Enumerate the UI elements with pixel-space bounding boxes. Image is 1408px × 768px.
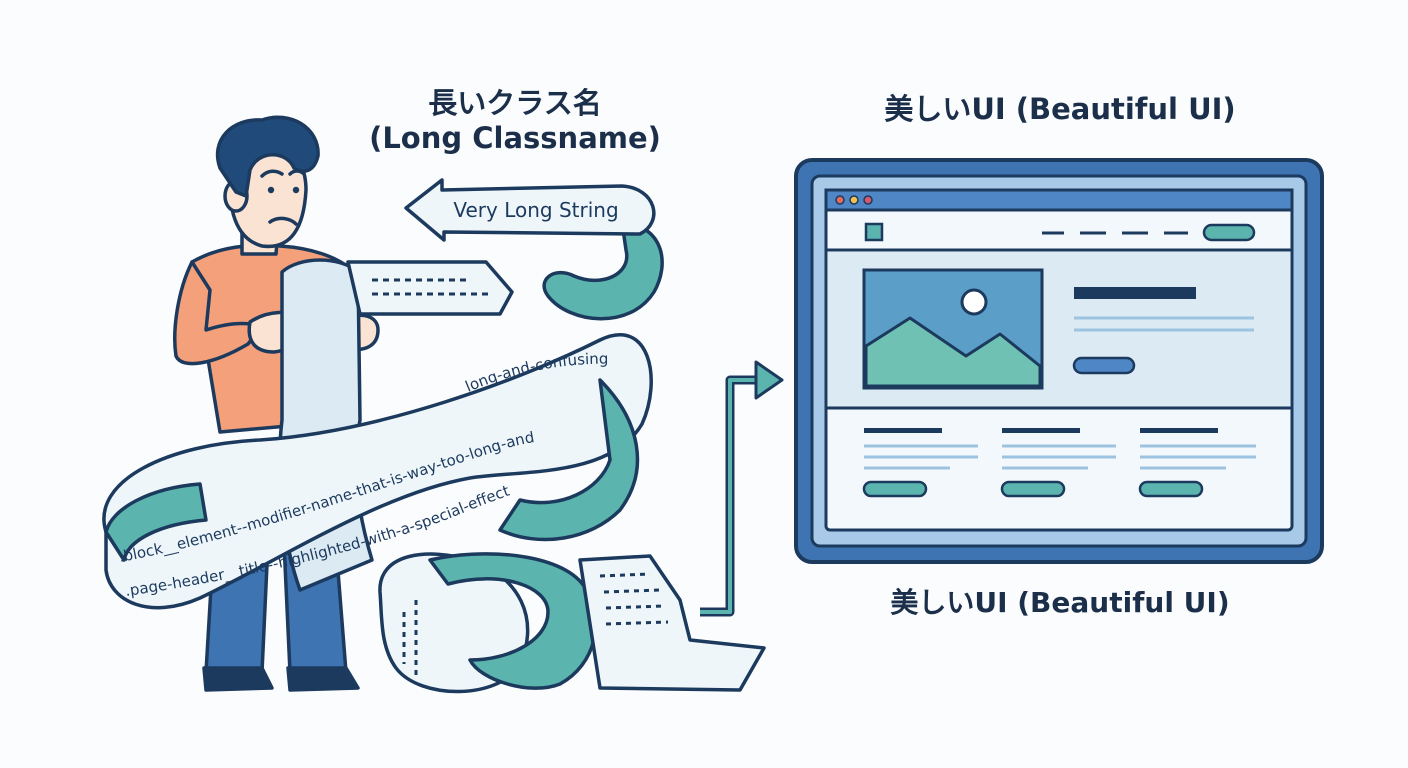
feature-column-2 <box>1000 428 1116 498</box>
left-title: 長いクラス名 (Long Classname) <box>330 86 700 156</box>
left-title-english: (Long Classname) <box>369 120 661 155</box>
right-title-top: 美しいUI (Beautiful UI) <box>884 92 1236 126</box>
person-hair <box>215 115 320 198</box>
browser-titlebar <box>824 188 1294 212</box>
arrow-label: Very Long String <box>453 198 618 222</box>
right-title-bottom: 美しいUI (Beautiful UI) <box>890 586 1230 619</box>
hero-button <box>1072 356 1136 375</box>
left-shoe <box>202 666 274 692</box>
nav-button <box>1202 223 1256 242</box>
monitor-icon <box>794 158 1324 564</box>
paper-scroll-icon <box>102 220 766 694</box>
window-dot-red <box>835 195 845 205</box>
person-left-arm <box>173 260 264 366</box>
ribbon-main <box>102 333 653 610</box>
feature-column-3 <box>1138 428 1256 498</box>
image-icon <box>862 268 1044 390</box>
feature-columns <box>862 428 1256 498</box>
site-logo <box>864 222 884 242</box>
arrow-left-icon: Very Long String <box>404 178 656 242</box>
left-title-japanese: 長いクラス名 <box>428 86 602 120</box>
window-dot-green <box>863 195 873 205</box>
right-shoe <box>286 666 360 692</box>
hero-heading-line <box>1074 287 1196 299</box>
window-dot-yellow <box>849 195 859 205</box>
arrow-right-icon <box>700 360 784 617</box>
feature-column-1 <box>862 428 978 498</box>
